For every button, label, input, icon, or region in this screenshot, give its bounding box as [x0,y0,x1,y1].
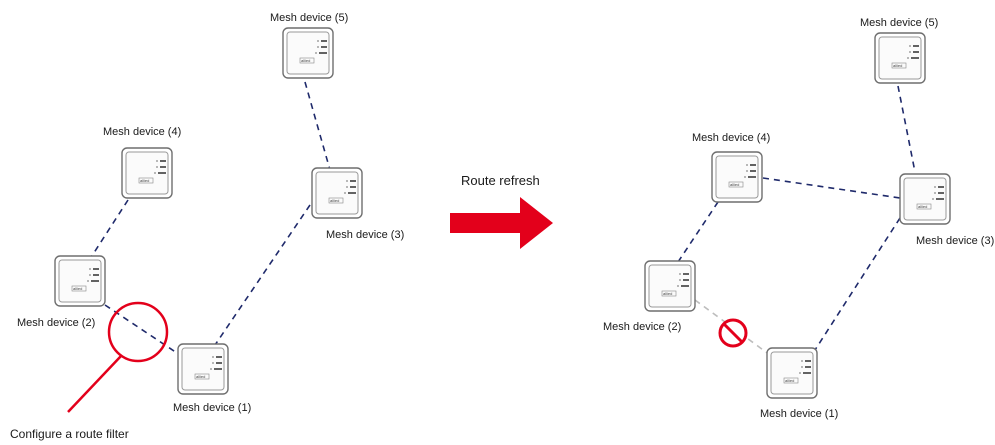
device-brand: allied [918,204,927,209]
device-brand: allied [785,378,794,383]
link-left-5-3 [304,81,331,171]
mesh-device-1-icon: allied [177,343,229,395]
route-filter-pointer [67,355,122,413]
right-device-5-label: Mesh device (5) [860,17,938,29]
link-left-2-1 [104,304,181,356]
right-scene: allied allied allied allied allied Mesh … [603,17,994,420]
device-brand: allied [893,63,902,68]
mesh-device-5-icon: allied [282,27,334,79]
link-right-3-1 [814,217,901,351]
mesh-device-3-icon: allied [311,167,363,219]
route-filter-label: Configure a route filter [10,427,129,441]
device-brand: allied [330,198,339,203]
mesh-device-4-icon: allied [121,147,173,199]
mesh-device-2-icon: allied [54,255,106,307]
device-brand: allied [73,286,82,291]
device-brand: allied [301,58,310,63]
device-brand: allied [730,182,739,187]
right-device-3-label: Mesh device (3) [916,235,994,247]
link-right-4-2 [677,201,719,263]
link-left-3-1 [214,204,311,346]
left-device-5-label: Mesh device (5) [270,12,348,24]
link-right-5-3 [897,85,916,173]
device-brand: allied [663,291,672,296]
right-device-4-label: Mesh device (4) [692,132,770,144]
left-device-4-label: Mesh device (4) [103,126,181,138]
device-brand: allied [140,178,149,183]
left-device-3-label: Mesh device (3) [326,229,404,241]
mesh-device-2-icon: allied [644,260,696,312]
left-device-1-label: Mesh device (1) [173,402,251,414]
right-device-1-label: Mesh device (1) [760,408,838,420]
link-right-4-3 [762,177,901,199]
route-refresh-transition: Route refresh [450,173,553,249]
route-refresh-label: Route refresh [461,173,540,188]
mesh-device-4-icon: allied [711,151,763,203]
mesh-device-1-icon: allied [766,347,818,399]
no-entry-icon [718,318,748,348]
right-arrow-icon [450,197,553,249]
mesh-device-5-icon: allied [874,32,926,84]
right-device-2-label: Mesh device (2) [603,321,681,333]
link-left-4-2 [87,199,129,263]
left-device-2-label: Mesh device (2) [17,317,95,329]
left-scene: allied allied allied allied allied Mesh … [10,12,404,441]
device-brand: allied [196,374,205,379]
route-filter-circle [107,301,169,363]
mesh-device-3-icon: allied [899,173,951,225]
